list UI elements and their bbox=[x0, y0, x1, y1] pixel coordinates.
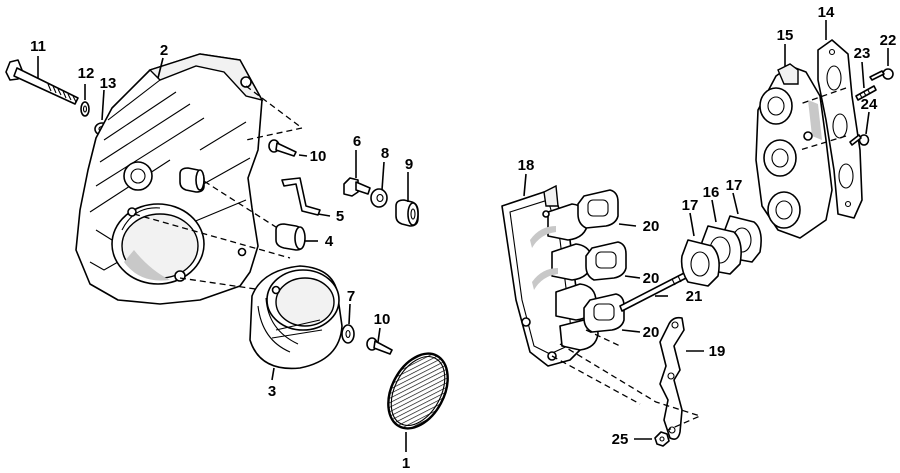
port-gasket-part[interactable] bbox=[577, 189, 619, 229]
callout-8: 8 bbox=[381, 145, 389, 162]
callout-11: 11 bbox=[30, 38, 46, 55]
bracket-strap-part[interactable] bbox=[659, 316, 685, 440]
intake-manifold-part[interactable] bbox=[755, 63, 833, 239]
spacer-gasket-part[interactable] bbox=[680, 239, 720, 287]
ring-cover-part[interactable] bbox=[249, 265, 343, 370]
callout-9: 9 bbox=[405, 156, 413, 173]
callout-25: 25 bbox=[612, 431, 629, 448]
callout-20: 20 bbox=[643, 270, 660, 287]
flat-washer-part[interactable] bbox=[80, 101, 90, 117]
callout-4: 4 bbox=[325, 233, 334, 250]
callout-13: 13 bbox=[100, 75, 117, 92]
callout-3: 3 bbox=[268, 383, 276, 400]
callout-12: 12 bbox=[78, 65, 95, 82]
long-bolt-part[interactable] bbox=[5, 59, 79, 105]
port-gasket-part[interactable] bbox=[583, 293, 625, 333]
stud-part[interactable] bbox=[855, 85, 877, 101]
screw-part[interactable] bbox=[849, 134, 870, 146]
housing-grommet bbox=[179, 167, 205, 193]
callout-21: 21 bbox=[686, 288, 703, 305]
callout-23: 23 bbox=[854, 45, 871, 62]
callout-6: 6 bbox=[353, 133, 361, 150]
port-gasket-part[interactable] bbox=[585, 241, 627, 281]
spring-clip-part[interactable] bbox=[281, 177, 321, 216]
callout-19: 19 bbox=[709, 343, 726, 360]
callout-20: 20 bbox=[643, 218, 660, 235]
alignment-lines-right bbox=[551, 87, 847, 431]
leader-lines bbox=[37, 20, 889, 452]
long-gasket-part[interactable] bbox=[817, 39, 863, 219]
grommet-part[interactable] bbox=[275, 223, 306, 251]
callout-22: 22 bbox=[880, 32, 897, 49]
small-screw-part[interactable] bbox=[366, 337, 393, 355]
stud-part[interactable] bbox=[343, 177, 371, 197]
screw-part[interactable] bbox=[869, 68, 894, 81]
callout-2: 2 bbox=[160, 42, 168, 59]
small-screw-part[interactable] bbox=[268, 139, 297, 157]
nut-part[interactable] bbox=[654, 431, 670, 447]
callout-24: 24 bbox=[861, 96, 878, 113]
callout-15: 15 bbox=[777, 27, 794, 44]
cover-housing-part[interactable] bbox=[75, 53, 264, 305]
callout-18: 18 bbox=[518, 157, 535, 174]
callout-1: 1 bbox=[402, 455, 410, 472]
callout-17: 17 bbox=[682, 197, 699, 214]
callout-10: 10 bbox=[374, 311, 391, 328]
bushing-part[interactable] bbox=[395, 199, 419, 227]
small-washer-part[interactable] bbox=[341, 324, 355, 344]
callout-10: 10 bbox=[310, 148, 327, 165]
callout-17: 17 bbox=[726, 177, 743, 194]
callout-20: 20 bbox=[643, 324, 660, 341]
manifold-cover-part[interactable] bbox=[501, 184, 599, 367]
callout-14: 14 bbox=[818, 4, 835, 21]
spacer-washer-part[interactable] bbox=[370, 188, 388, 208]
callout-5: 5 bbox=[336, 208, 344, 225]
callout-7: 7 bbox=[347, 288, 355, 305]
callout-16: 16 bbox=[703, 184, 720, 201]
mesh-screen-part[interactable] bbox=[376, 343, 459, 438]
callout-labels: 11 12 13 2 10 6 8 9 5 4 7 10 3 1 18 20 2… bbox=[30, 4, 896, 472]
